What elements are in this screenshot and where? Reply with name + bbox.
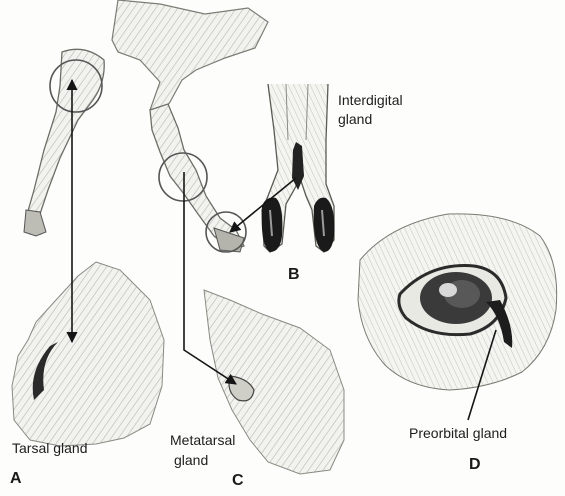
interdigital-label-line1: Interdigital: [338, 92, 403, 109]
panel-letter-c: C: [232, 472, 244, 490]
interdigital-label-line2: gland: [338, 111, 372, 128]
metatarsal-label-line1: Metatarsal: [170, 432, 235, 449]
deer-body-outline: [112, 0, 268, 118]
left-hind-leg: [26, 49, 104, 234]
right-hind-leg: [150, 104, 244, 250]
panel-letter-a: A: [10, 470, 22, 488]
panel-letter-b: B: [288, 266, 300, 284]
panel-letter-d: D: [469, 456, 481, 474]
preorbital-gland-label: Preorbital gland: [409, 425, 507, 442]
tarsal-closeup: [12, 262, 164, 446]
hoof-detail-b: [262, 84, 335, 252]
left-hoof: [24, 210, 46, 236]
metatarsal-label-line2: gland: [174, 452, 208, 469]
tarsal-gland-label: Tarsal gland: [12, 440, 88, 457]
eye-closeup-d: [358, 214, 557, 390]
